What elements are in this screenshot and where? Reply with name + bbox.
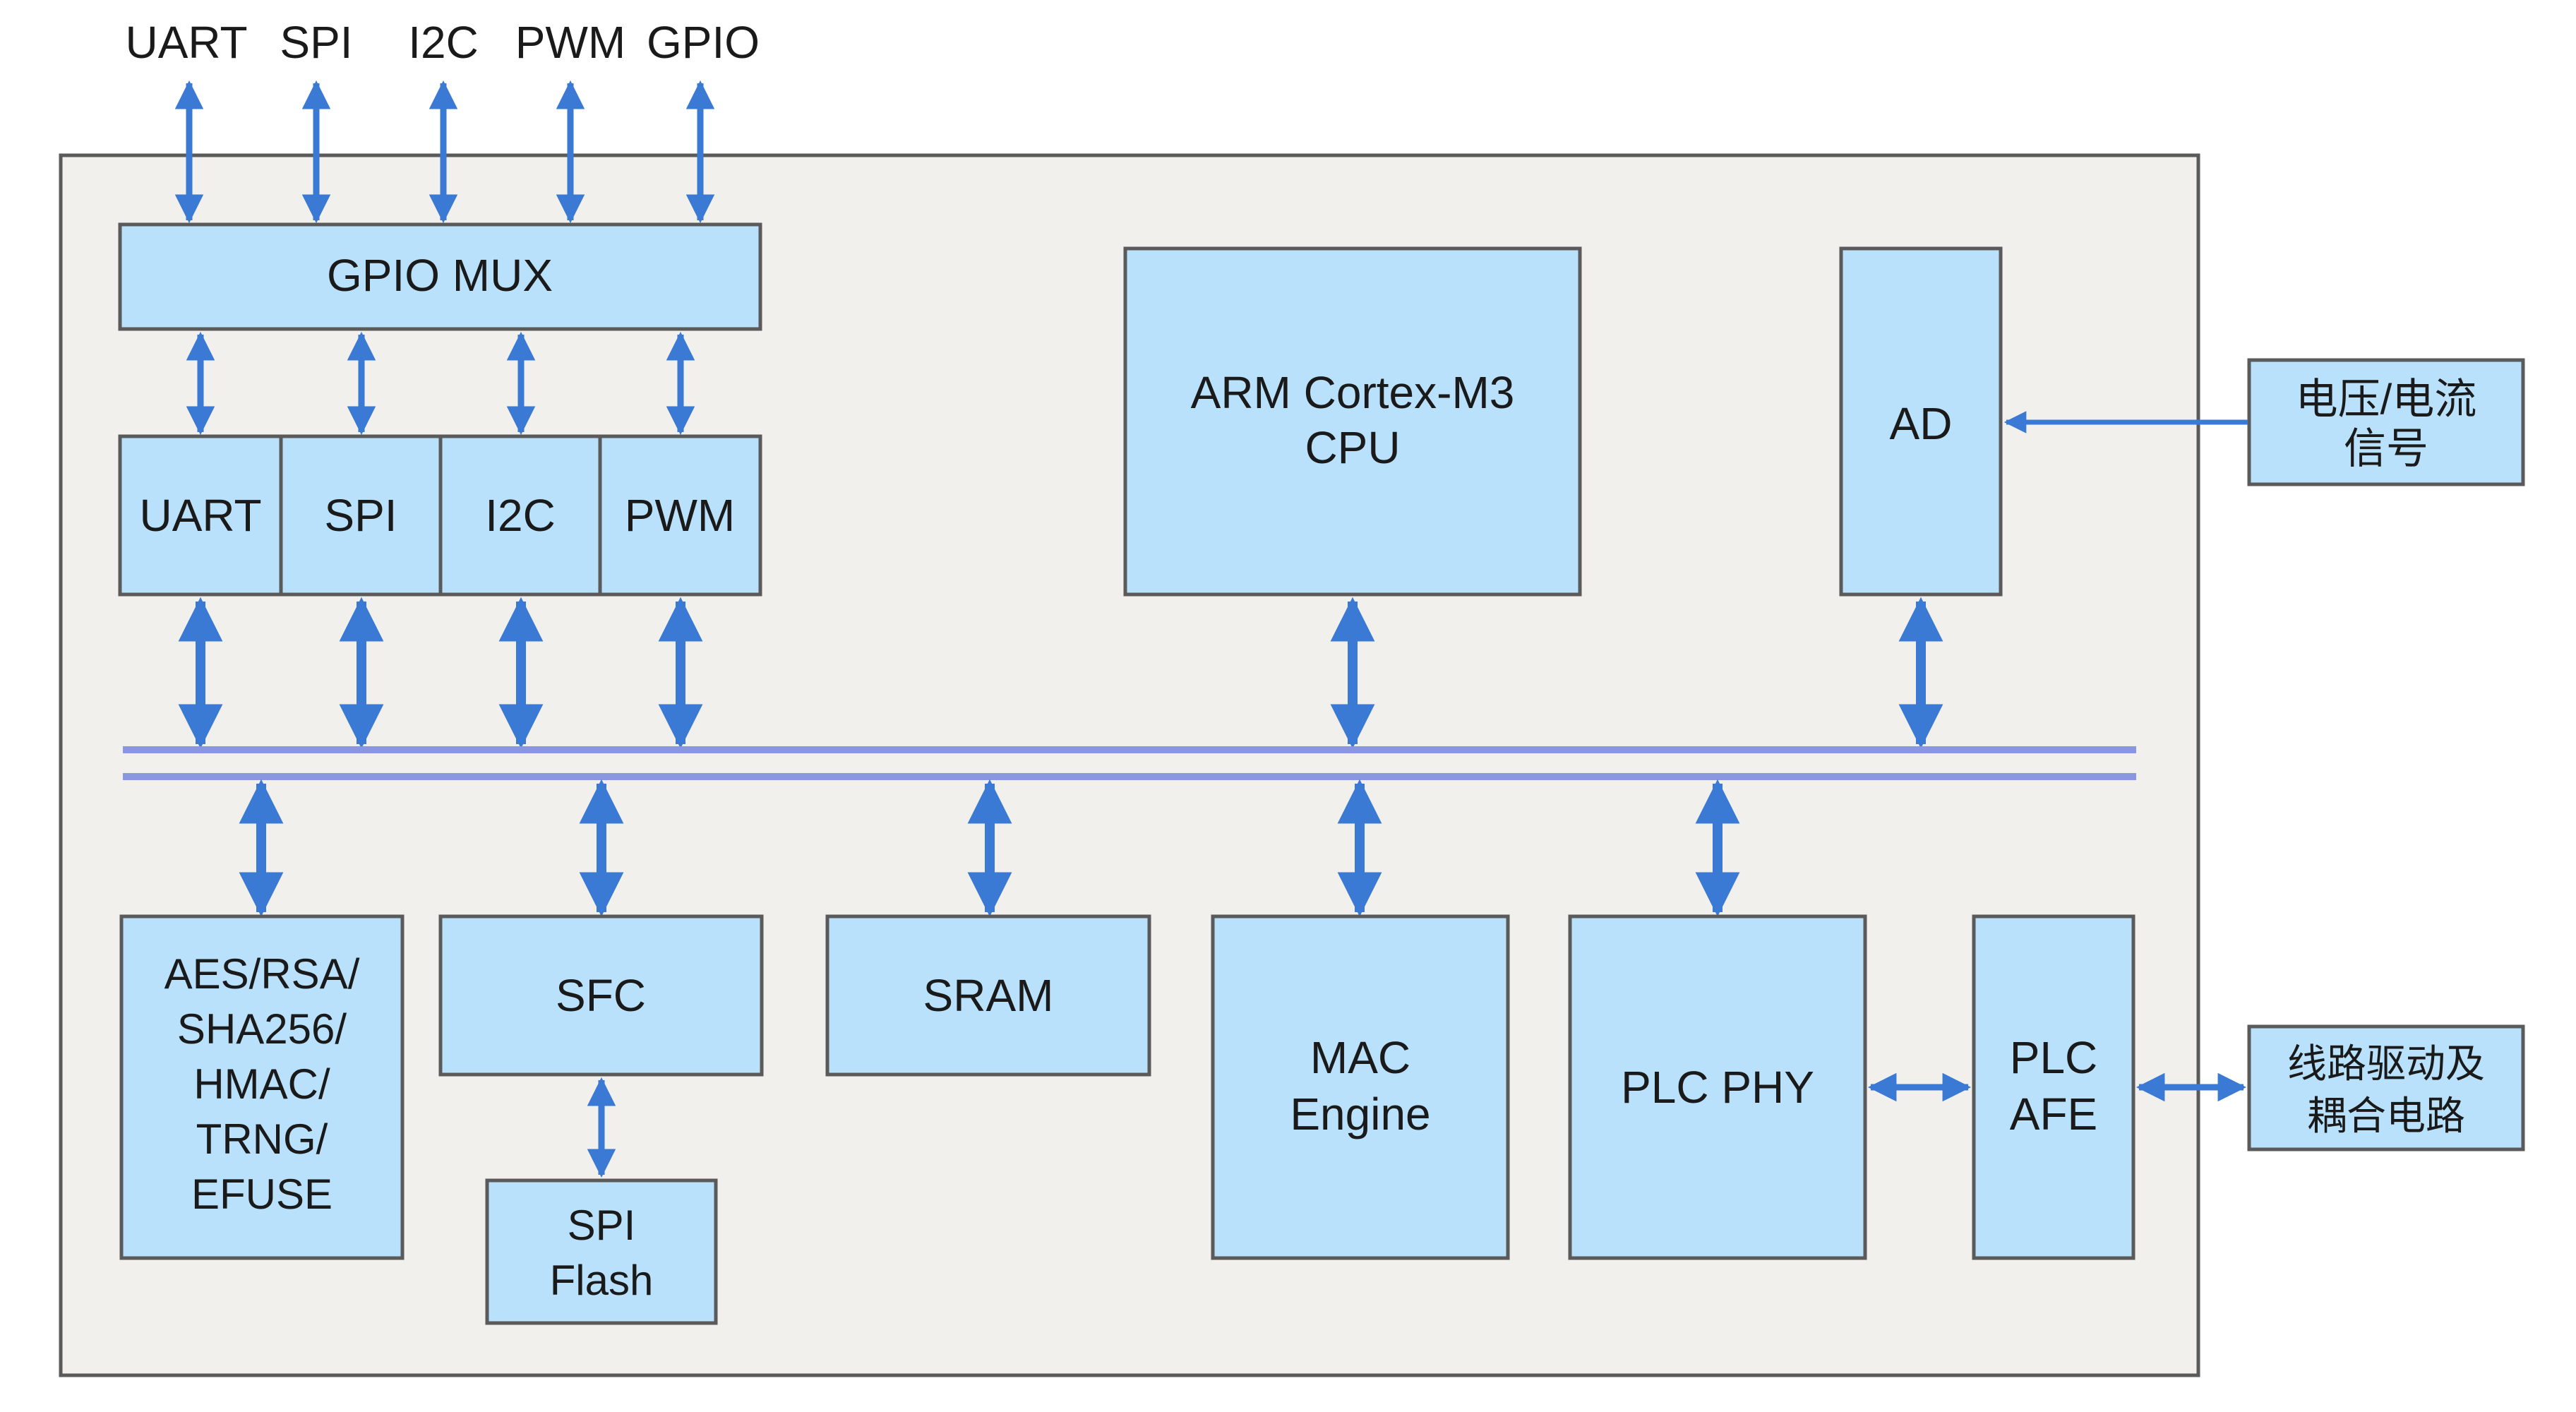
mux-peripheral-arrows	[186, 331, 695, 436]
plc-phy-block: PLC PHY	[1568, 914, 1867, 1260]
crypto-line5: EFUSE	[191, 1171, 333, 1218]
spi-block	[279, 434, 443, 597]
plc-afe-line1: PLC	[2010, 1032, 2098, 1083]
line-driver-line2: 耦合电路	[2307, 1094, 2465, 1138]
crypto-line2: SHA256/	[177, 1005, 347, 1053]
crypto-line3: HMAC/	[193, 1060, 330, 1108]
ext-label-spi: SPI	[280, 17, 352, 68]
line-driver-block: 线路驱动及 耦合电路	[2247, 1024, 2525, 1151]
ext-label-pwm: PWM	[515, 17, 625, 68]
sram-label: SRAM	[923, 970, 1054, 1021]
sfc-block: SFC	[438, 914, 764, 1077]
spi-label: SPI	[324, 490, 397, 541]
system-bus	[123, 746, 2136, 780]
cpu-label-line1: ARM Cortex-M3	[1191, 367, 1515, 418]
signal-input-block: 电压/电流 信号	[2247, 358, 2525, 486]
crypto-line1: AES/RSA/	[164, 950, 360, 998]
cpu-block: ARM Cortex-M3 CPU	[1123, 246, 1582, 597]
signal-input-line1: 电压/电流	[2296, 376, 2477, 423]
plc-afe-line2: AFE	[2010, 1089, 2097, 1139]
peripheral-row: UART SPI I2C PWM	[118, 434, 762, 597]
plc-phy-label: PLC PHY	[1621, 1062, 1814, 1113]
external-arrows	[174, 80, 715, 224]
plc-afe-block: PLC AFE	[1972, 914, 2135, 1260]
signal-input-line2: 信号	[2344, 425, 2428, 472]
i2c-label: I2C	[485, 490, 556, 541]
spi-flash-line2: Flash	[550, 1257, 654, 1304]
external-signal-labels: UART SPI I2C PWM GPIO	[125, 17, 760, 68]
ad-label: AD	[1890, 398, 1953, 449]
uart-label: UART	[139, 490, 261, 541]
gpio-mux-label: GPIO MUX	[327, 250, 553, 301]
i2c-block	[438, 434, 602, 597]
ext-label-gpio: GPIO	[647, 17, 760, 68]
cpu-label-line2: CPU	[1305, 422, 1400, 473]
sfc-label: SFC	[556, 970, 646, 1021]
mac-engine-block: MAC Engine	[1211, 914, 1510, 1260]
lower-bus-arrows	[239, 779, 1740, 917]
crypto-block: AES/RSA/ SHA256/ HMAC/ TRNG/ EFUSE	[119, 914, 405, 1260]
upper-bus-arrows	[178, 597, 1943, 749]
line-driver-line1: 线路驱动及	[2287, 1041, 2485, 1086]
spi-flash-line1: SPI	[568, 1202, 636, 1249]
uart-block	[118, 434, 283, 597]
gpio-mux-block: GPIO MUX	[118, 222, 762, 331]
crypto-line4: TRNG/	[196, 1115, 328, 1163]
ext-label-uart: UART	[125, 17, 247, 68]
spi-flash-block: SPI Flash	[485, 1178, 718, 1325]
ext-label-i2c: I2C	[408, 17, 479, 68]
sram-block: SRAM	[825, 914, 1151, 1077]
pwm-block	[598, 434, 762, 597]
mac-engine-line2: Engine	[1290, 1089, 1430, 1139]
pwm-label: PWM	[625, 490, 735, 541]
ad-block: AD	[1839, 246, 2003, 597]
mac-engine-line1: MAC	[1310, 1032, 1410, 1083]
